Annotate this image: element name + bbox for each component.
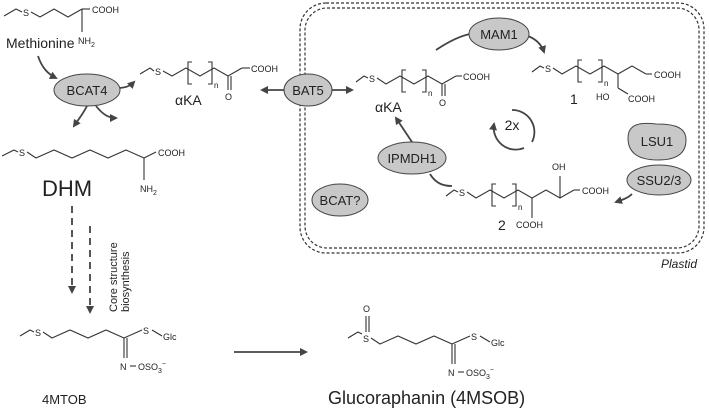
svg-text:IPMDH1: IPMDH1 <box>387 151 436 166</box>
svg-text:N: N <box>120 362 127 372</box>
svg-text:LSU1: LSU1 <box>641 134 674 149</box>
svg-text:BCAT4: BCAT4 <box>67 83 108 98</box>
svg-text:COOH: COOH <box>582 186 609 196</box>
aka-right-label: αKA <box>375 99 402 115</box>
svg-text:MAM1: MAM1 <box>480 27 518 42</box>
intermediate-1-structure: S COOH COOH HO n 1 <box>531 59 681 107</box>
svg-text:S: S <box>459 188 465 198</box>
svg-text:COOH: COOH <box>628 94 655 104</box>
methionine-label: Methionine <box>6 35 75 51</box>
mtob-label: 4MTOB <box>42 392 87 407</box>
svg-text:S: S <box>369 74 375 84</box>
svg-text:Glc: Glc <box>163 332 177 342</box>
svg-text:Core structure: Core structure <box>108 242 120 312</box>
enzyme-bat5[interactable]: BAT5 <box>283 73 333 107</box>
svg-text:OSO3−: OSO3− <box>466 367 494 381</box>
svg-text:BAT5: BAT5 <box>292 83 324 98</box>
svg-text:O: O <box>225 92 232 102</box>
aka-left-label: αKA <box>175 92 202 108</box>
svg-text:COOH: COOH <box>92 5 119 15</box>
dhm-structure: S COOH NH2 DHM <box>1 148 185 201</box>
svg-text:S: S <box>35 328 41 338</box>
intermediate-2-structure: S COOH OH COOH n 2 <box>445 162 609 233</box>
svg-text:O: O <box>439 98 446 108</box>
svg-text:SSU2/3: SSU2/3 <box>637 173 682 188</box>
enzyme-bcat4[interactable]: BCAT4 <box>53 73 121 107</box>
svg-text:n: n <box>604 79 608 88</box>
svg-text:S: S <box>155 67 161 77</box>
plastid-compartment: Plastid <box>299 2 705 271</box>
svg-text:OSO3−: OSO3− <box>138 361 166 375</box>
enzyme-lsu1[interactable]: LSU1 <box>627 122 687 161</box>
svg-text:O: O <box>363 304 370 314</box>
svg-text:BCAT?: BCAT? <box>320 193 361 208</box>
svg-text:COOH: COOH <box>516 220 543 230</box>
svg-text:n: n <box>518 203 522 212</box>
svg-text:S: S <box>143 326 149 336</box>
svg-text:NH2: NH2 <box>140 184 157 197</box>
enzyme-bcat-unknown[interactable]: BCAT? <box>311 183 369 217</box>
dhm-label: DHM <box>42 176 92 201</box>
svg-text:COOH: COOH <box>463 72 490 82</box>
svg-text:biosynthesis: biosynthesis <box>120 251 132 312</box>
glucoraphanin-structure: O S S Glc N OSO3− Glucoraphanin (4MSOB) <box>328 304 525 408</box>
svg-text:NH2: NH2 <box>78 36 95 49</box>
mtob-structure: S S Glc N OSO3− 4MTOB <box>19 326 177 407</box>
svg-text:HO: HO <box>596 92 610 102</box>
intermediate-2-label: 2 <box>498 217 506 233</box>
svg-text:S: S <box>363 334 369 344</box>
svg-text:n: n <box>214 81 218 90</box>
svg-text:COOH: COOH <box>654 70 681 80</box>
svg-text:N: N <box>448 368 455 378</box>
svg-text:S: S <box>471 332 477 342</box>
enzyme-mam1[interactable]: MAM1 <box>468 17 530 51</box>
cycle-2x: 2x <box>489 109 536 151</box>
plastid-label: Plastid <box>661 257 697 271</box>
core-biosynthesis-arrows: Core structure biosynthesis <box>68 206 132 314</box>
glucoraphanin-label: Glucoraphanin (4MSOB) <box>328 388 525 408</box>
enzyme-ipmdh1[interactable]: IPMDH1 <box>377 141 447 175</box>
svg-text:COOH: COOH <box>158 148 185 158</box>
methionine-structure: S COOH NH2 Methionine <box>3 5 119 51</box>
svg-text:OH: OH <box>552 162 566 172</box>
svg-text:COOH: COOH <box>251 64 278 74</box>
svg-text:n: n <box>428 89 432 98</box>
svg-text:S: S <box>545 64 551 74</box>
enzyme-ssu23[interactable]: SSU2/3 <box>626 164 692 196</box>
svg-text:S: S <box>23 8 29 18</box>
svg-text:S: S <box>19 148 25 158</box>
aka-left-structure: S COOH O n αKA <box>139 61 278 108</box>
svg-text:Glc: Glc <box>491 338 505 348</box>
svg-text:2x: 2x <box>505 117 520 133</box>
aka-right-structure: S COOH O n αKA <box>355 69 490 115</box>
intermediate-1-label: 1 <box>570 91 578 107</box>
